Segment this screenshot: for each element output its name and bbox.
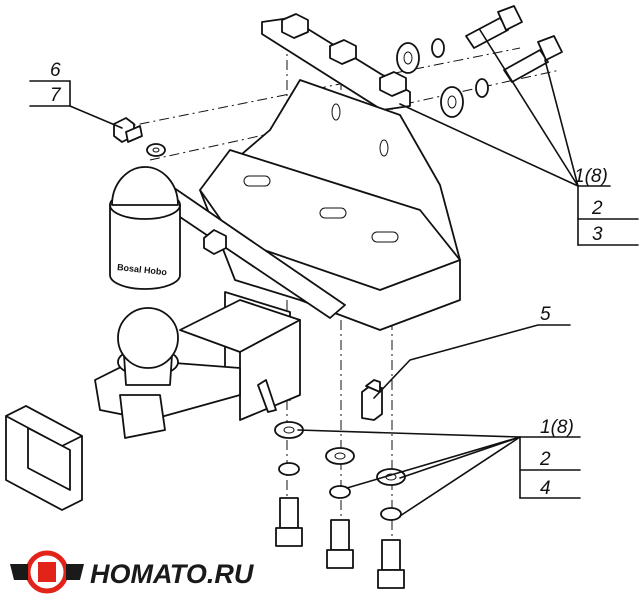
callout-2-bottom: 2 xyxy=(539,449,551,470)
logo-wing-left xyxy=(10,564,28,580)
tow-ball-mount xyxy=(94,307,241,439)
logo-text: НОМАТО.RU xyxy=(90,559,255,589)
callout-1-8-top: 1(8) xyxy=(574,166,608,187)
top-bolts xyxy=(396,5,563,118)
ball-cover: Bosal Hobo xyxy=(109,166,181,290)
bolt-5 xyxy=(361,379,383,421)
top-clamp-plate xyxy=(261,13,411,111)
callout-7: 7 xyxy=(50,85,62,106)
callout-5: 5 xyxy=(540,304,551,325)
leader-lines xyxy=(29,29,639,517)
receiver-tube xyxy=(179,291,301,421)
logo-center-bar xyxy=(38,562,56,582)
callout-1-8-bottom: 1(8) xyxy=(540,417,574,438)
callout-3-top: 3 xyxy=(592,224,603,245)
hitch-cap xyxy=(5,405,83,511)
callout-labels: 6 7 1(8) 2 3 5 1(8) 2 4 xyxy=(50,60,608,499)
homato-logo: НОМАТО.RU xyxy=(10,550,255,594)
callout-2-top: 2 xyxy=(591,198,603,219)
small-bolt-6 xyxy=(113,117,166,157)
callout-6: 6 xyxy=(50,60,61,81)
main-bracket xyxy=(199,79,461,331)
callout-4-bottom: 4 xyxy=(540,478,551,499)
bottom-hardware xyxy=(274,421,406,589)
logo-wing-right xyxy=(66,564,84,580)
